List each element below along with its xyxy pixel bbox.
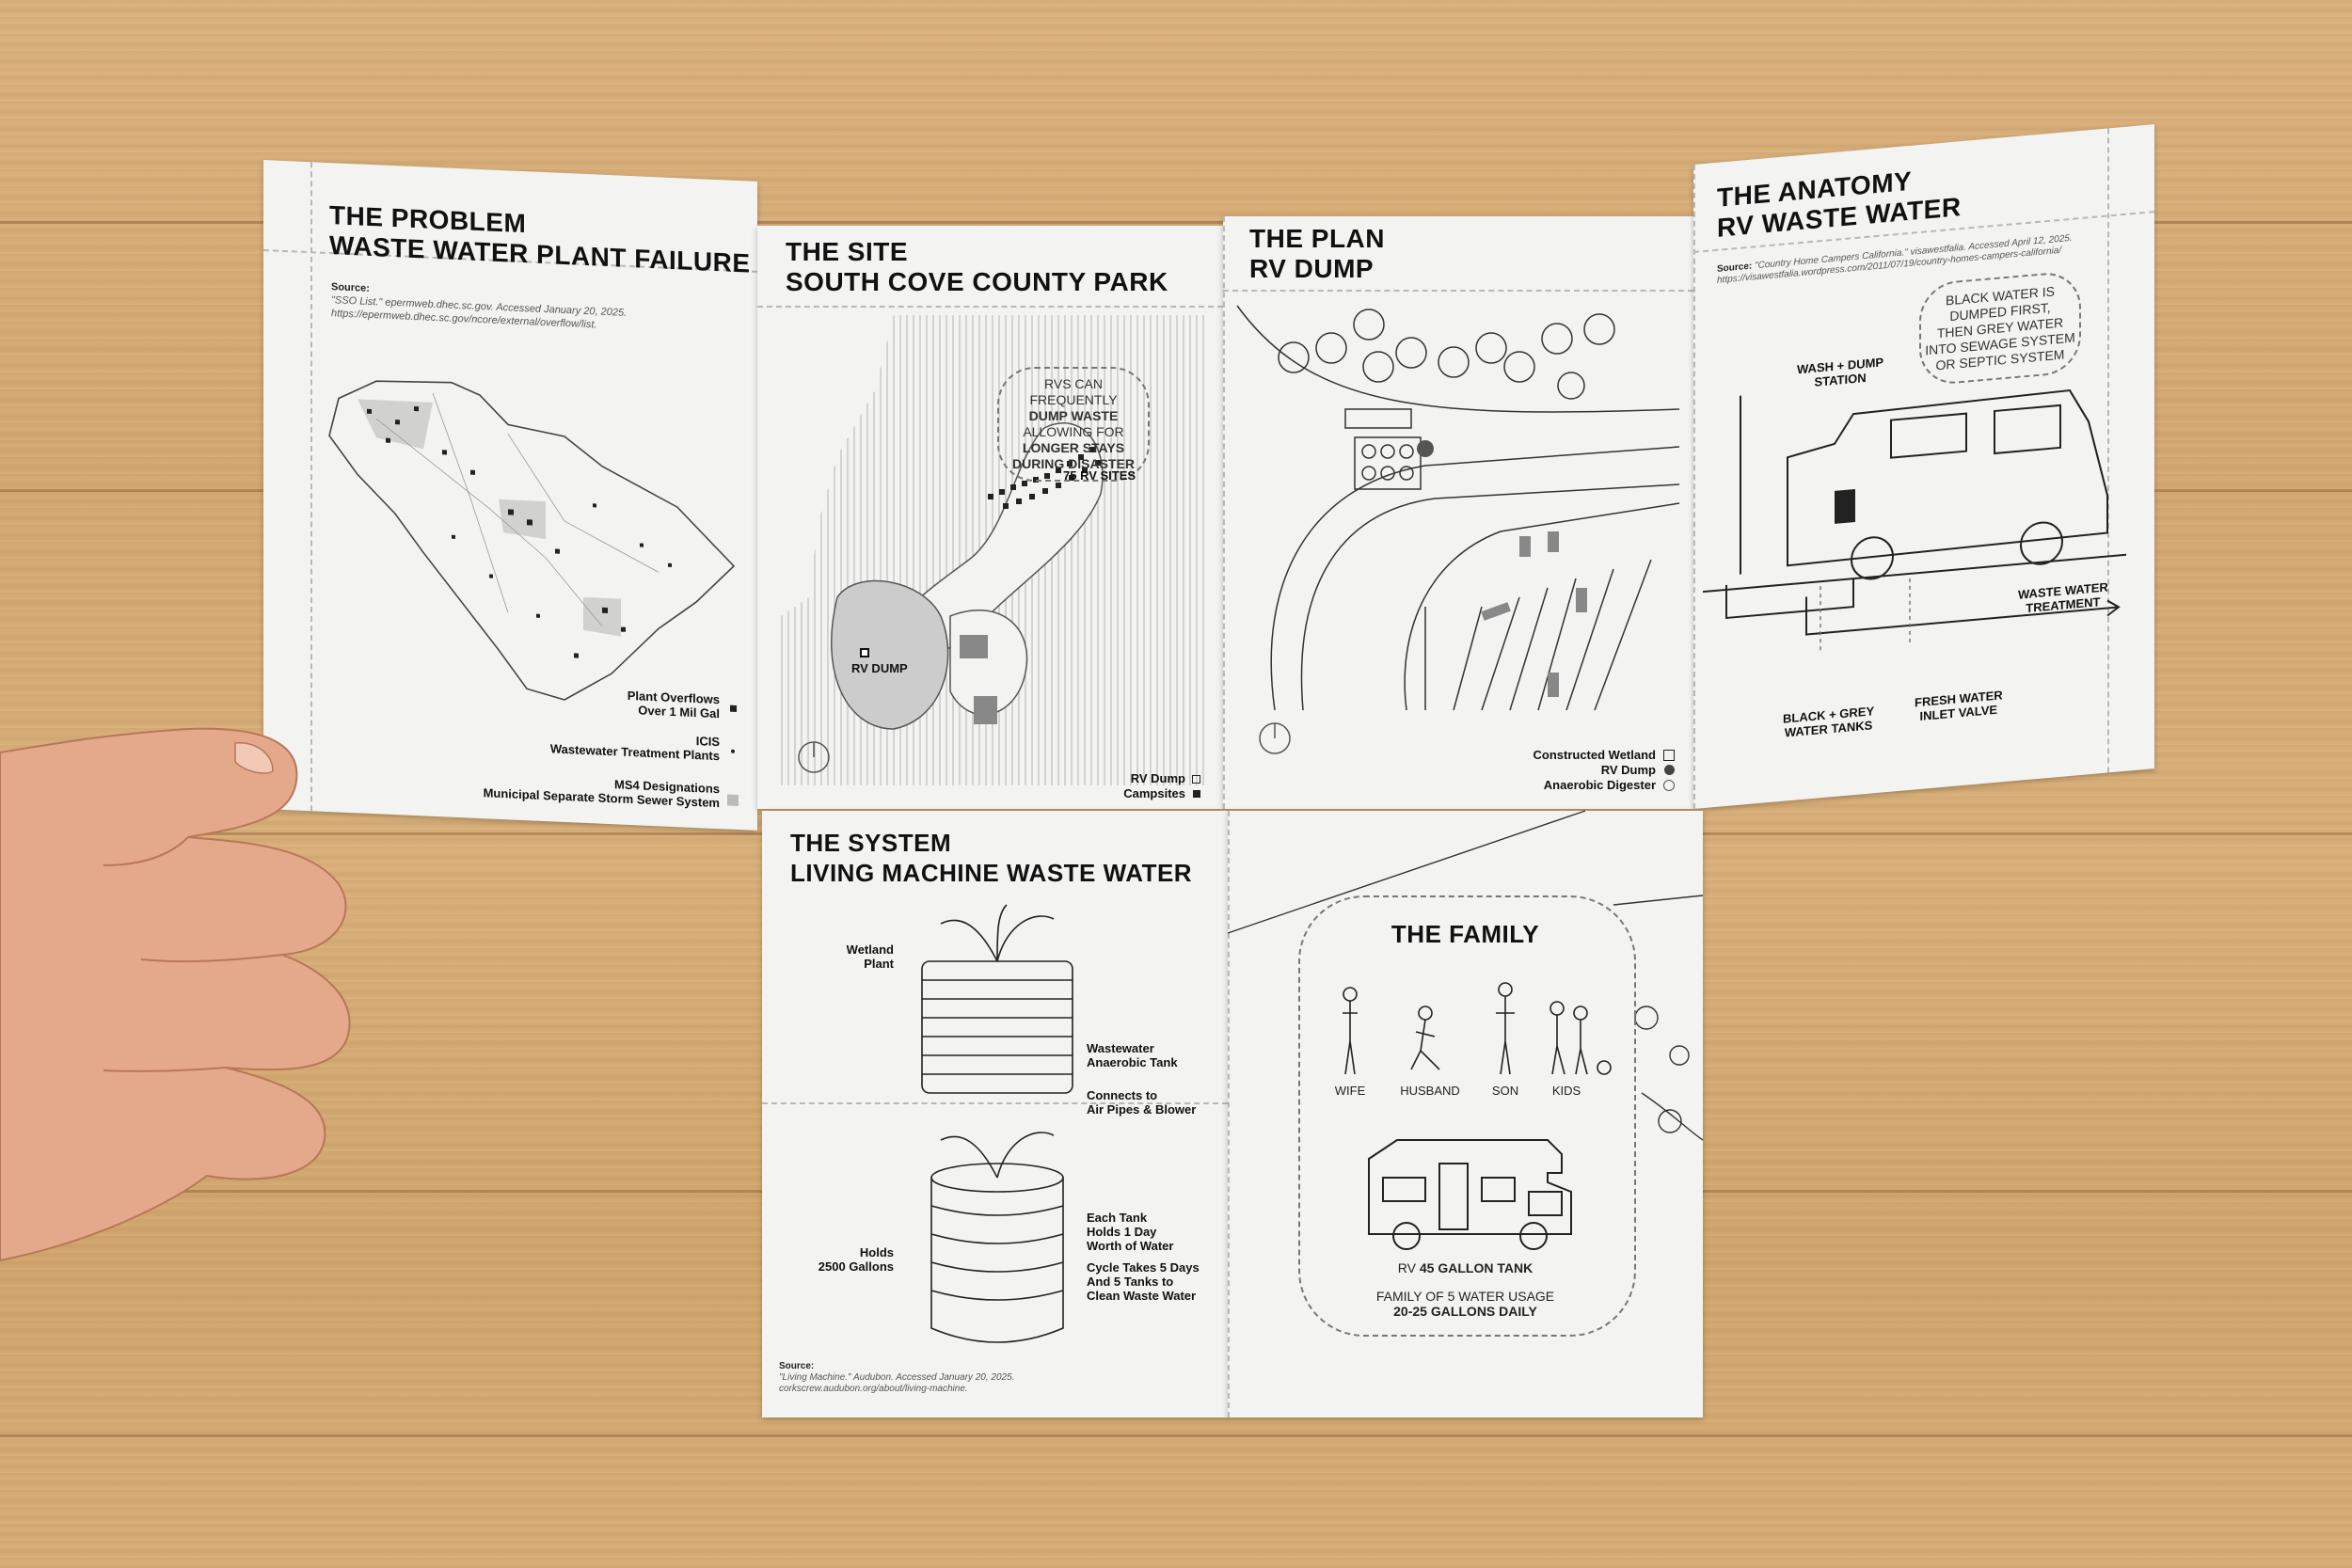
panel-title: THE PROBLEM WASTE WATER PLANT FAILURE (329, 200, 751, 278)
legend-square-icon (730, 705, 737, 712)
member-son: SON (1491, 1084, 1519, 1098)
rv-tank-label: RV 45 GALLON TANK (1397, 1260, 1534, 1275)
legend-digester: Anaerobic Digester (1543, 778, 1656, 792)
panel-site: THE SITE SOUTH COVE COUNTY PARK RVS CAN … (757, 226, 1223, 809)
family-title: THE FAMILY (1391, 920, 1540, 948)
rv-icon (1368, 1139, 1572, 1250)
member-wife: WIFE (1334, 1084, 1366, 1098)
plan-drawing (1236, 305, 1680, 754)
fold-line (1223, 290, 1693, 292)
legend-hatch-icon (727, 794, 739, 807)
rv-cutaway-drawing (1703, 388, 2126, 653)
fold-line (1228, 811, 1230, 1418)
legend-dot-icon (1664, 765, 1675, 775)
fold-line (1693, 164, 1695, 810)
fold-line (310, 162, 312, 812)
legend-wetland: Constructed Wetland (1533, 748, 1657, 762)
legend-dot-icon (731, 749, 735, 753)
rv-sites-label: 75 RV SITES (1063, 468, 1136, 483)
panel-system: THE SYSTEM LIVING MACHINE WASTE WATER We… (762, 811, 1228, 1418)
plank-seam (0, 1434, 2352, 1437)
rv-dump-label: RV DUMP (851, 661, 908, 675)
legend-circle-icon (1663, 780, 1675, 791)
legend-rv-dump: RV Dump (1600, 763, 1656, 777)
member-kids: KIDS (1551, 1084, 1581, 1098)
south-carolina-map (328, 380, 736, 701)
plank-seam (0, 221, 2352, 224)
panel-plan: THE PLAN RV DUMP Constructed Wetland RV … (1223, 216, 1693, 809)
hand (0, 727, 351, 1262)
legend-campsites: Campsites (1123, 786, 1185, 800)
source-citation: Source: "SSO List." epermweb.dhec.sc.gov… (331, 281, 628, 331)
legend-rv-dump: RV Dump (1130, 771, 1185, 785)
panel-title: THE SITE SOUTH COVE COUNTY PARK (786, 237, 1168, 296)
fold-line (762, 1102, 1228, 1104)
panel-problem: THE PROBLEM WASTE WATER PLANT FAILURE So… (263, 160, 757, 831)
living-machine-diagram (921, 904, 1073, 1343)
legend-square-icon (1192, 775, 1200, 784)
panel-anatomy: THE ANATOMY RV WASTE WATER Source: "Coun… (1693, 124, 2154, 810)
legend-square-icon (1193, 790, 1200, 798)
family-frame (1298, 895, 1636, 1337)
panel-family: THE FAMILY WIFE HUSBAND SON KIDS RV 45 G… (1227, 810, 1704, 1418)
member-husband: HUSBAND (1400, 1084, 1460, 1098)
family-figures (1343, 982, 1612, 1075)
panel-title: THE SYSTEM LIVING MACHINE WASTE WATER (790, 829, 1193, 887)
fold-line (757, 306, 1223, 308)
panel-title: THE PLAN RV DUMP (1249, 224, 1385, 283)
source-citation: Source: "Living Machine." Audubon. Acces… (779, 1361, 1015, 1394)
background-landscape (1227, 810, 1704, 1141)
legend-square-icon (1663, 750, 1675, 761)
fold-line (1223, 216, 1225, 809)
